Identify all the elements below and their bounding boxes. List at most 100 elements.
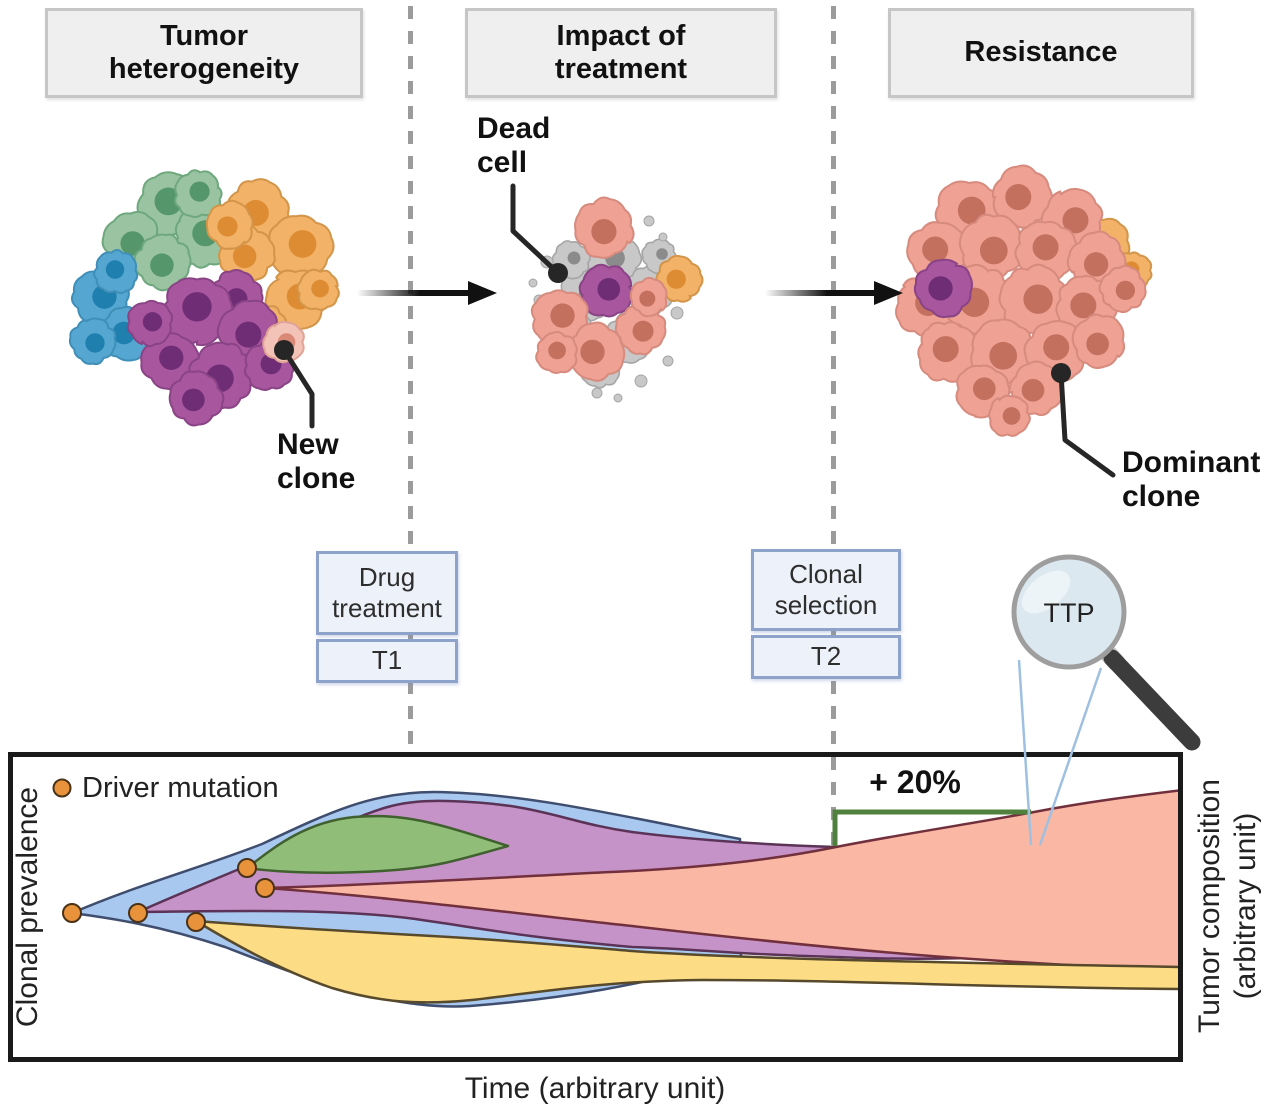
cell-nucleus <box>120 231 145 256</box>
lens-highlight <box>1021 570 1071 614</box>
fishplot-streams <box>70 789 1180 1008</box>
cell-nucleus <box>666 269 686 289</box>
cell-nucleus <box>189 181 210 202</box>
cell-nucleus <box>1062 207 1089 234</box>
dead-cell-dot <box>548 263 568 283</box>
lens-callout-line <box>1017 659 1033 846</box>
tumor-cluster-resistant <box>895 164 1153 437</box>
timepoint-box-t2: Clonal selection T2 <box>751 549 901 679</box>
cell-nucleus <box>972 377 996 401</box>
cell-nucleus <box>591 218 617 245</box>
driver-mutation-dot <box>237 858 257 878</box>
chart-frame <box>8 752 1183 1062</box>
cell-nucleus <box>182 292 212 322</box>
timepoint-title: Drug treatment <box>316 551 458 635</box>
dominant-clone-label: Dominant clone <box>1122 446 1261 513</box>
debris-speck <box>591 387 603 399</box>
cell-nucleus <box>550 303 575 328</box>
arrow-2-head <box>874 281 903 305</box>
stage-header-impact-of-treatment: Impact of treatment <box>465 8 777 98</box>
cell-nucleus <box>217 216 238 237</box>
stage-header-label: Impact of treatment <box>554 19 688 85</box>
ttp-magnifier <box>1011 554 1201 846</box>
driver-mutation-dot <box>62 903 82 923</box>
new-clone-dot <box>274 340 294 360</box>
dead-cell-pointer <box>510 183 561 276</box>
lens-callout-line <box>1038 667 1103 846</box>
new-clone-label: New clone <box>277 428 356 495</box>
timepoint-time: T2 <box>751 635 901 679</box>
debris-speck <box>670 306 684 320</box>
cell-nucleus <box>1032 234 1059 261</box>
dead-cell-label: Dead cell <box>477 112 551 179</box>
cell-nucleus <box>232 244 257 269</box>
magnifier-handle <box>1103 649 1201 751</box>
cell-nucleus <box>548 341 566 360</box>
cell-nucleus <box>928 276 953 301</box>
timepoint-box-t1: Drug treatment T1 <box>316 551 458 683</box>
cell-nucleus <box>1023 284 1053 314</box>
right-axis-label: Tumor composition (arbitrary unit) <box>1193 779 1262 1033</box>
cell-nucleus <box>159 345 184 370</box>
debris-speck <box>613 393 623 403</box>
growth-annotation: + 20% <box>869 764 961 800</box>
driver-mutation-dot <box>128 903 148 923</box>
cell-nucleus <box>1002 407 1021 425</box>
cell-nucleus <box>1070 292 1097 319</box>
ttp-label: TTP <box>1043 598 1095 628</box>
cell-nucleus <box>1086 332 1109 356</box>
cell-nucleus <box>979 236 1008 265</box>
driver-mutation-dot <box>255 878 275 898</box>
debris-core <box>567 251 581 265</box>
clonal-evolution-chart <box>8 752 1183 1062</box>
debris-speck <box>643 215 655 227</box>
timepoint-title: Clonal selection <box>751 549 901 631</box>
stage-arrows <box>357 281 903 305</box>
driver-mutation-dot <box>186 912 206 932</box>
debris-speck <box>634 374 648 388</box>
cell-nucleus <box>85 333 105 353</box>
cell-nucleus <box>922 236 949 263</box>
stage-header-resistance: Resistance <box>888 8 1194 98</box>
debris-speck <box>662 355 674 367</box>
cell-nucleus <box>1043 334 1070 361</box>
cell-nucleus <box>235 321 262 348</box>
arrow-1-head <box>468 281 497 305</box>
cell-nucleus <box>639 290 656 307</box>
legend-driver-mutation-label: Driver mutation <box>82 772 279 804</box>
stream-yellow-clone <box>194 919 1180 1004</box>
y-axis-label: Clonal prevalence <box>11 786 44 1028</box>
stage-header-label: Tumor heterogeneity <box>108 19 300 85</box>
cell-nucleus <box>182 388 205 412</box>
cell-nucleus <box>150 253 174 277</box>
growth-bracket <box>832 809 1031 846</box>
tumor-cluster-treated <box>528 196 704 403</box>
cell-nucleus <box>597 277 621 301</box>
cell-nucleus <box>142 312 163 332</box>
stage-header-tumor-heterogeneity: Tumor heterogeneity <box>45 8 363 98</box>
timepoint-time: T1 <box>316 639 458 683</box>
cell-nucleus <box>1005 184 1032 211</box>
cell-nucleus <box>105 260 125 279</box>
x-axis-label: Time (arbitrary unit) <box>464 1072 726 1105</box>
tumor-cluster-heterogeneity <box>68 169 340 427</box>
dominant-clone-dot <box>1051 363 1071 383</box>
cell-nucleus <box>580 339 605 365</box>
debris-core <box>656 248 668 260</box>
debris-speck <box>658 232 668 242</box>
new-clone-pointer <box>281 347 315 429</box>
cell-nucleus <box>311 279 329 298</box>
dominant-clone-pointer <box>1058 370 1116 478</box>
annotation-pointers <box>274 183 1116 478</box>
cell-nucleus <box>1083 252 1109 277</box>
cell-nucleus <box>932 336 959 363</box>
legend-driver-mutation-dot <box>52 778 72 798</box>
cell-nucleus <box>1021 378 1045 402</box>
cell-nucleus <box>989 341 1018 370</box>
cell-nucleus <box>154 187 183 216</box>
cell-nucleus <box>632 320 654 342</box>
cell-nucleus <box>288 230 317 258</box>
cell-nucleus <box>1115 280 1136 301</box>
